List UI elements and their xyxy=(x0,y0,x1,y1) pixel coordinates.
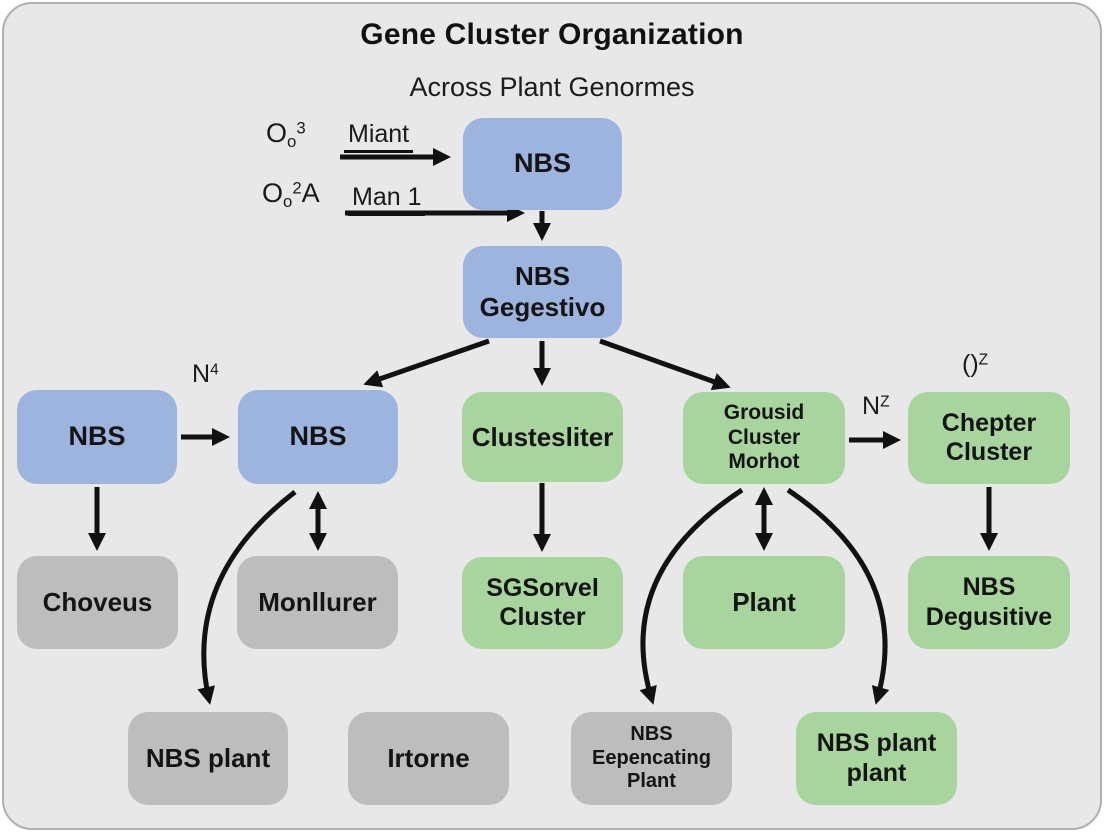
node-plant: Plant xyxy=(683,556,845,649)
label-miant: Miant xyxy=(344,120,414,153)
node-nbs-eepencating-plant: NBS Eepencating Plant xyxy=(571,712,732,805)
node-chepter-cluster: Chepter Cluster xyxy=(908,392,1070,484)
node-monllurer: Monllurer xyxy=(237,556,398,649)
label-man1: Man 1 xyxy=(348,183,426,216)
node-nbs-plant: NBS plant xyxy=(128,712,288,805)
diagram-subtitle: Across Plant Genormes xyxy=(409,72,695,102)
label-nz: NZ xyxy=(862,392,890,420)
node-clustesliter: Clustesliter xyxy=(462,392,623,482)
node-irtorne: Irtorne xyxy=(348,712,509,805)
node-choveus: Choveus xyxy=(17,556,178,649)
label-o2a: Oo2A xyxy=(262,178,320,212)
label-o3: Oo3 xyxy=(266,118,306,152)
node-nbs-plant-plant: NBS plant plant xyxy=(796,712,957,805)
label-paren-z: ()Z xyxy=(962,350,989,378)
diagram-title: Gene Cluster Organization xyxy=(360,18,744,51)
node-nbs-mid: NBS xyxy=(238,390,398,484)
label-n4: N4 xyxy=(192,360,219,388)
node-nbs-top: NBS xyxy=(463,118,622,210)
node-sgsorvel-cluster: SGSorvel Cluster xyxy=(462,557,623,649)
node-nbs-gegestivo: NBS Gegestivo xyxy=(463,246,622,338)
node-nbs-left: NBS xyxy=(17,390,177,484)
node-nbs-degusitive: NBS Degusitive xyxy=(908,556,1070,649)
node-grousid-cluster-morhot: Grousid Cluster Morhot xyxy=(683,392,845,484)
